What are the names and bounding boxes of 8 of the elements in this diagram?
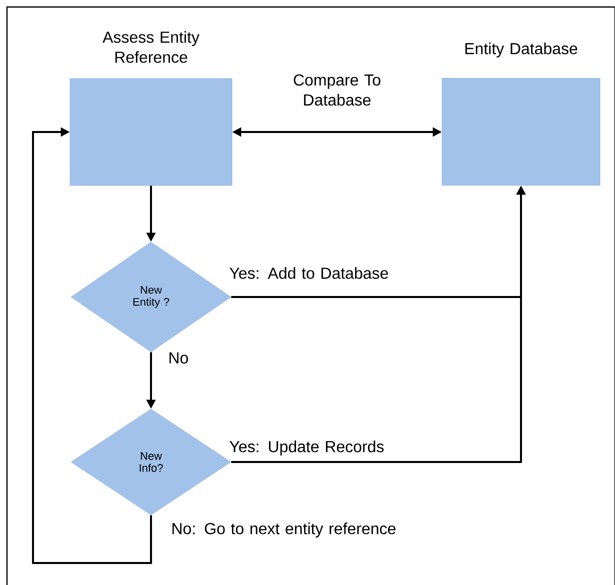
edge-label: No: Go to next entity reference <box>172 522 396 538</box>
heading: Entity Database <box>465 42 578 58</box>
edge-label: Yes: Add to Database <box>230 267 388 279</box>
edge-label: No <box>170 352 188 364</box>
edge-label: Yes: Update Records <box>230 440 384 456</box>
edge-label: Compare To Database <box>294 74 380 106</box>
arrow <box>32 127 152 564</box>
heading: Assess Entity Reference <box>102 31 200 63</box>
